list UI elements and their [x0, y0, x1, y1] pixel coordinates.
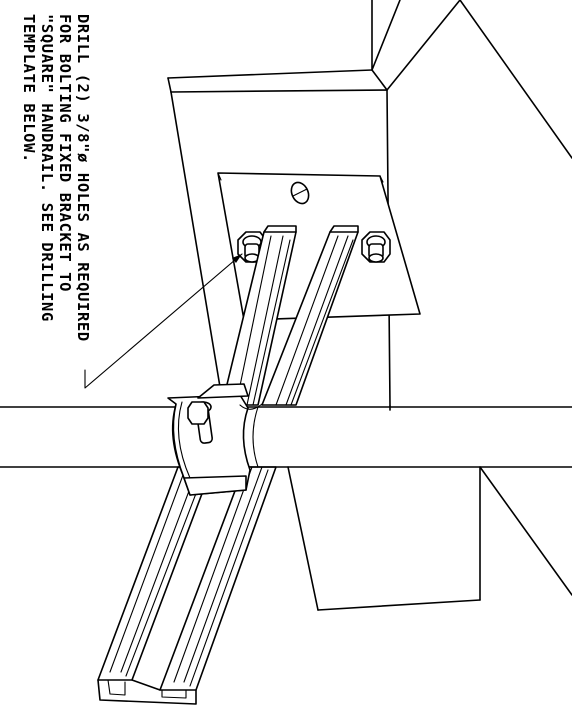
- drill-note: DRILL (2) 3/8"ø HOLES AS REQUIRED FOR BO…: [20, 14, 92, 342]
- handrail-pipe: [0, 406, 572, 468]
- strut-channel: [97, 225, 359, 705]
- note-line-4: TEMPLATE BELOW.: [20, 14, 38, 163]
- leader-line: [84, 253, 243, 389]
- note-line-2: FOR BOLTING FIXED BRACKET TO: [56, 14, 74, 292]
- note-line-3: "SQUARE" HANDRAIL. SEE DRILLING: [38, 14, 56, 322]
- square-handrail-post: [167, 0, 572, 611]
- note-line-1: DRILL (2) 3/8"ø HOLES AS REQUIRED: [74, 14, 92, 342]
- pipe-clamp: [167, 383, 263, 496]
- right-bolt-nut: [361, 231, 391, 263]
